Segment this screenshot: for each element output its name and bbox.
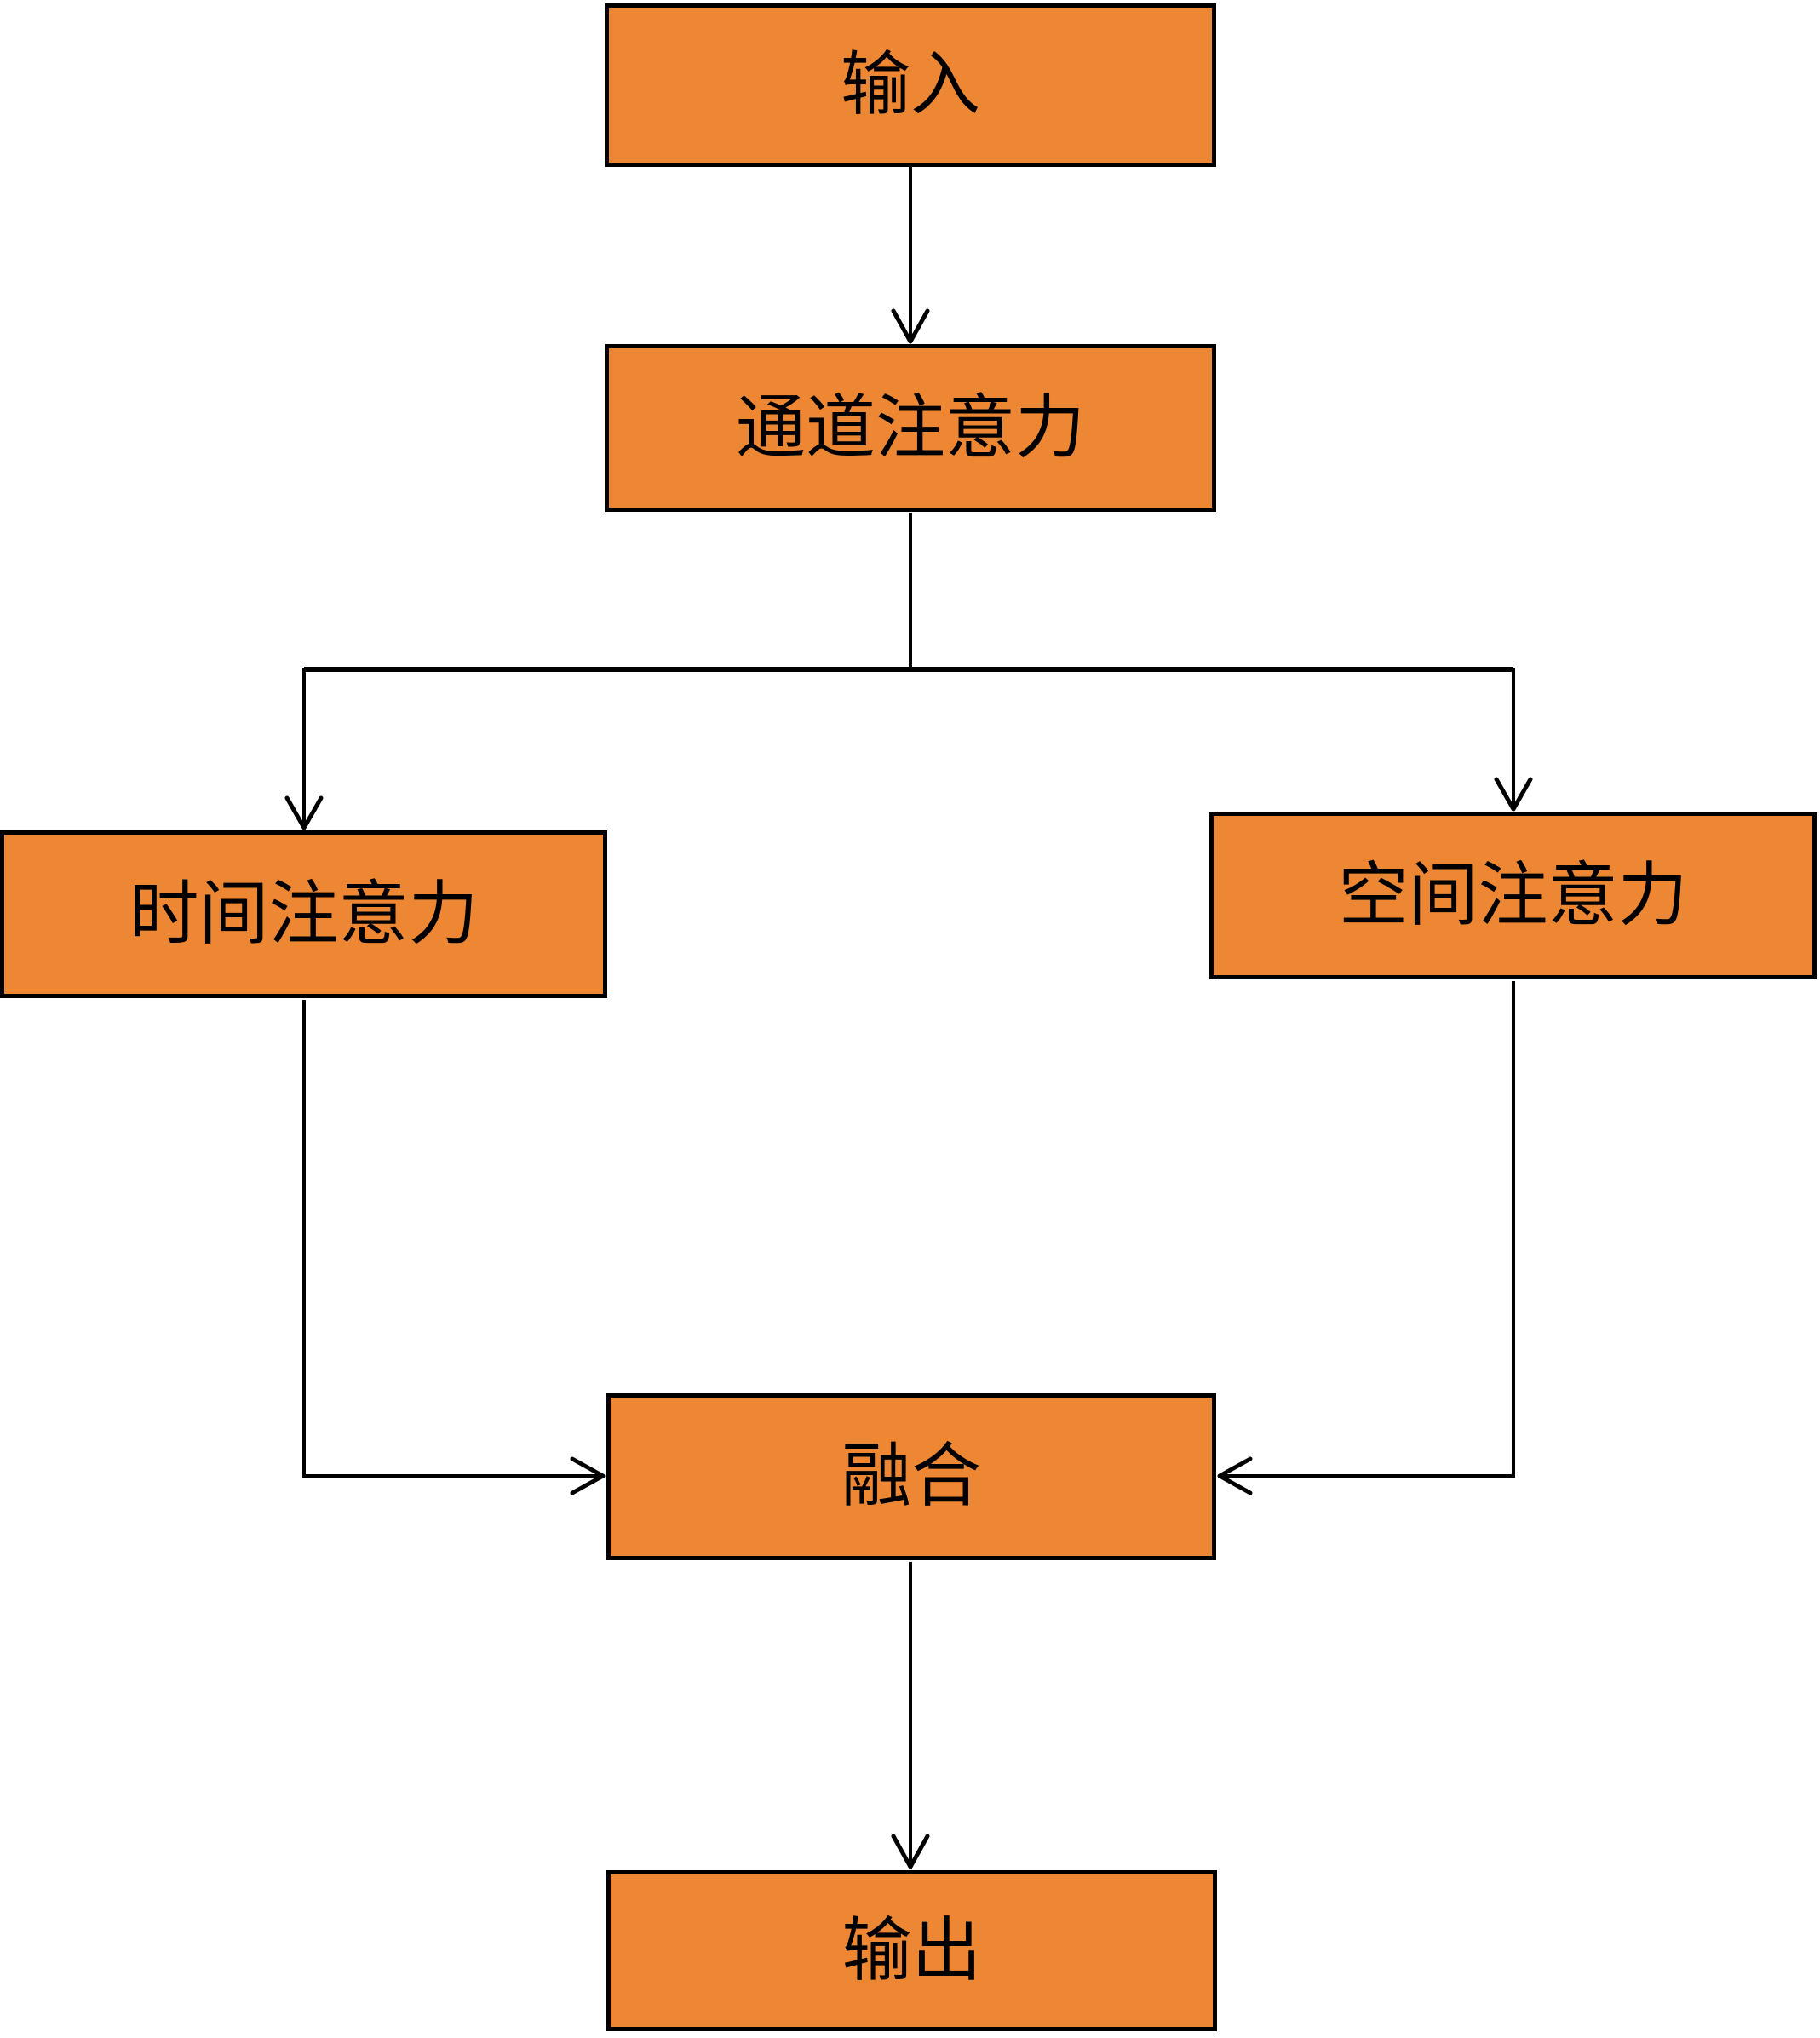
node-fusion: 融合 xyxy=(606,1393,1216,1560)
arrowhead-down-output xyxy=(891,1834,930,1869)
arrowhead-down-temporal xyxy=(284,795,324,830)
node-channel-attention: 通道注意力 xyxy=(605,344,1216,512)
arrowhead-right-fusion xyxy=(570,1456,606,1495)
node-input: 输入 xyxy=(605,3,1216,167)
node-input-label: 输入 xyxy=(840,46,980,123)
arrowhead-left-fusion xyxy=(1217,1456,1253,1495)
node-output: 输出 xyxy=(606,1870,1217,2031)
node-channel-attention-label: 通道注意力 xyxy=(735,388,1085,467)
node-spatial-attention: 空间注意力 xyxy=(1209,812,1817,979)
connector-temporal-to-fusion xyxy=(302,1000,602,1478)
node-spatial-attention-label: 空间注意力 xyxy=(1338,856,1688,934)
node-fusion-label: 融合 xyxy=(841,1438,981,1515)
connector-spatial-to-fusion xyxy=(1220,981,1515,1478)
node-temporal-attention-label: 时间注意力 xyxy=(129,875,479,953)
arrowhead-down-spatial xyxy=(1494,777,1533,812)
node-temporal-attention: 时间注意力 xyxy=(0,830,607,998)
arrowhead-down-channel xyxy=(891,308,930,344)
node-output-label: 输出 xyxy=(841,1911,982,1989)
